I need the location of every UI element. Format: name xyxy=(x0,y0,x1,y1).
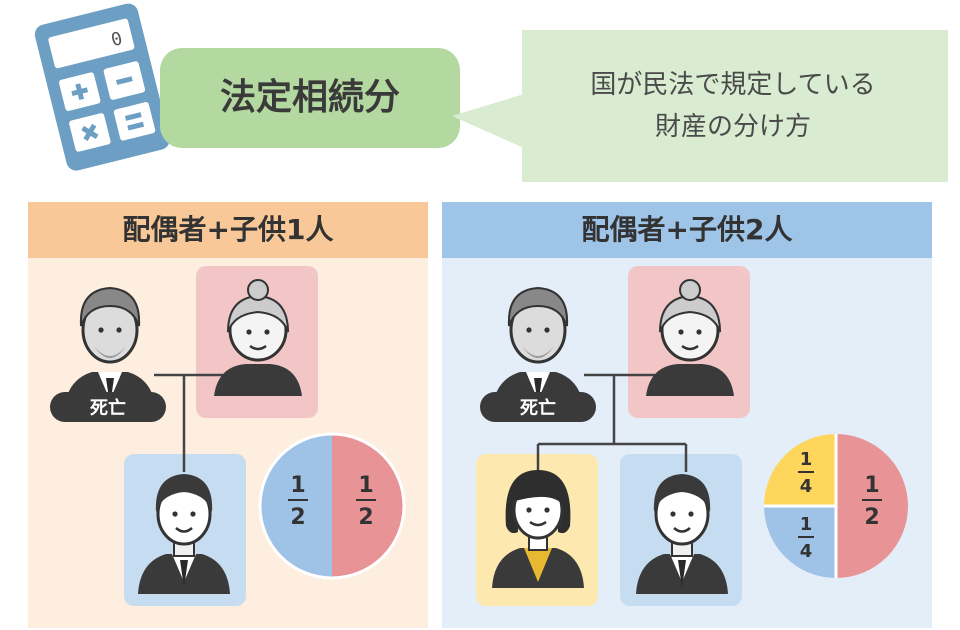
share-numerator: 1 xyxy=(864,473,879,498)
deceased-badge xyxy=(50,392,166,422)
share-numerator: 1 xyxy=(290,473,305,498)
deceased-badge xyxy=(480,392,596,422)
family-connector xyxy=(536,373,688,472)
pie-one-child: 1 2 1 2 xyxy=(258,432,406,580)
family-connector xyxy=(154,373,226,472)
share-numerator: 1 xyxy=(800,449,813,470)
definition-bubble xyxy=(452,30,948,182)
deceased-label: 死亡 xyxy=(520,397,556,419)
pie-slice-child-1 xyxy=(764,434,836,506)
definition-line-1: 国が民法で規定している xyxy=(590,70,876,100)
title-bubble xyxy=(160,48,460,148)
pie-two-children: 1 4 1 4 1 2 xyxy=(764,434,908,578)
share-denominator: 2 xyxy=(290,505,305,530)
pie-slice-spouse xyxy=(836,434,908,578)
definition-text: 国が民法で規定している 財産の分け方 xyxy=(522,64,944,148)
share-numerator: 1 xyxy=(800,514,813,535)
share-denominator: 2 xyxy=(864,505,879,530)
panel-heading: 配偶者+子供2人 xyxy=(442,202,932,258)
deceased-label: 死亡 xyxy=(90,397,126,419)
definition-line-2: 財産の分け方 xyxy=(654,112,811,142)
share-denominator: 2 xyxy=(358,505,373,530)
share-numerator: 1 xyxy=(358,473,373,498)
pie-slice-child xyxy=(260,434,332,578)
page-title: 法定相続分 xyxy=(219,77,400,118)
pie-slice-spouse xyxy=(332,434,404,578)
pie-slice-child-2 xyxy=(764,506,836,578)
share-denominator: 4 xyxy=(800,476,813,497)
calculator-display: 0 xyxy=(109,28,125,51)
panel-heading: 配偶者+子供1人 xyxy=(28,202,428,258)
share-denominator: 4 xyxy=(800,541,813,562)
calculator-icon: 0 xyxy=(34,3,170,171)
